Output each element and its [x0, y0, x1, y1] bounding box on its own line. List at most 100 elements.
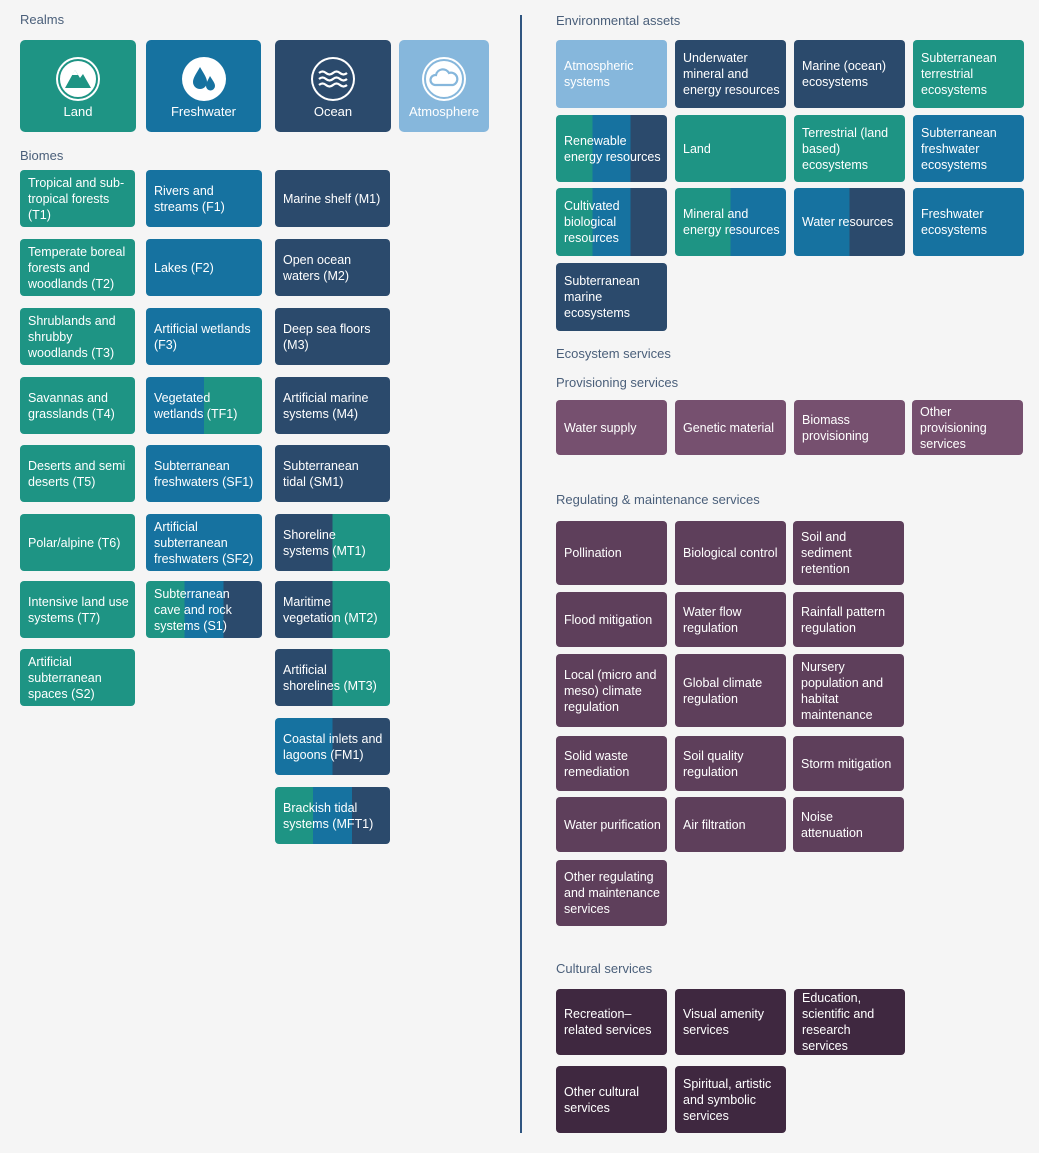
- asset-marine-ecosystems: Marine (ocean) ecosystems: [794, 40, 905, 108]
- realm-label: Atmosphere: [408, 104, 480, 119]
- service-label: Water purification: [564, 817, 661, 832]
- biome-label: Deep sea floors (M3): [283, 321, 371, 352]
- realm-ocean: Ocean: [275, 40, 391, 132]
- realm-atmosphere: Atmosphere: [399, 40, 489, 132]
- asset-label: Marine (ocean) ecosystems: [802, 59, 887, 89]
- asset-label: Subterranean freshwater ecosystems: [921, 125, 997, 172]
- service-noise-attenuation: Noise attenuation: [793, 797, 904, 852]
- biome-label: Artificial shorelines (MT3): [283, 662, 377, 693]
- asset-label: Subterranean terrestrial ecosystems: [921, 51, 997, 97]
- service-label: Other cultural services: [564, 1084, 640, 1115]
- service-label: Flood mitigation: [564, 612, 653, 627]
- service-biological-control: Biological control: [675, 521, 786, 585]
- biome-sf1: Subterranean freshwaters (SF1): [146, 445, 262, 502]
- biome-t6: Polar/alpine (T6): [20, 514, 135, 571]
- biome-label: Artificial subterranean spaces (S2): [28, 654, 102, 701]
- service-label: Soil and sediment retention: [801, 530, 852, 576]
- cultural-services-heading: Cultural services: [556, 961, 653, 976]
- biome-label: Savannas and grasslands (T4): [28, 390, 115, 421]
- service-label: Visual amenity services: [683, 1007, 765, 1037]
- ecosystem-services-heading: Ecosystem services: [556, 346, 671, 361]
- provisioning-services-heading: Provisioning services: [556, 375, 679, 390]
- service-genetic-material: Genetic material: [675, 400, 786, 455]
- biome-label: Subterranean tidal (SM1): [283, 458, 359, 489]
- asset-terrestrial-ecosystems: Terrestrial (land based) ecosystems: [794, 115, 905, 182]
- biome-label: Shrublands and shrubby woodlands (T3): [28, 313, 116, 360]
- asset-underwater-mineral-energy: Underwater mineral and energy resources: [675, 40, 786, 108]
- asset-label: Renewable energy resources: [564, 133, 661, 164]
- biome-mft1: Brackish tidal systems (MFT1): [275, 787, 390, 844]
- realm-label: Freshwater: [170, 104, 237, 119]
- biomes-heading: Biomes: [20, 148, 64, 163]
- service-label: Nursery population and habitat maintenan…: [801, 659, 884, 722]
- realm-land: Land: [20, 40, 136, 132]
- service-solid-waste-remediation: Solid waste remediation: [556, 736, 667, 791]
- biome-sf2: Artificial subterranean freshwaters (SF2…: [146, 514, 262, 571]
- asset-label: Land: [683, 141, 711, 156]
- biome-m4: Artificial marine systems (M4): [275, 377, 390, 434]
- asset-atmospheric-systems: Atmospheric systems: [556, 40, 667, 108]
- service-flood-mitigation: Flood mitigation: [556, 592, 667, 647]
- service-label: Rainfall pattern regulation: [801, 604, 886, 635]
- service-local-climate-regulation: Local (micro and meso) climate regulatio…: [556, 654, 667, 727]
- asset-cultivated-biological: Cultivated biological resources: [556, 188, 667, 256]
- asset-water-resources: Water resources: [794, 188, 905, 256]
- waves-icon: [311, 57, 355, 101]
- biome-f2: Lakes (F2): [146, 239, 262, 296]
- service-air-filtration: Air filtration: [675, 797, 786, 852]
- service-label: Water supply: [564, 420, 637, 435]
- service-other-cultural: Other cultural services: [556, 1066, 667, 1133]
- biome-t2: Temperate boreal forests and woodlands (…: [20, 239, 135, 296]
- service-nursery-habitat-maintenance: Nursery population and habitat maintenan…: [793, 654, 904, 727]
- biome-s1: Subterranean cave and rock systems (S1): [146, 581, 262, 638]
- asset-label: Freshwater ecosystems: [921, 207, 987, 237]
- biome-f1: Rivers and streams (F1): [146, 170, 262, 227]
- biome-label: Tropical and sub-tropical forests (T1): [28, 175, 125, 222]
- biome-t3: Shrublands and shrubby woodlands (T3): [20, 308, 135, 365]
- service-storm-mitigation: Storm mitigation: [793, 736, 904, 791]
- service-soil-quality-regulation: Soil quality regulation: [675, 736, 786, 791]
- biome-tf1: Vegetated wetlands (TF1): [146, 377, 262, 434]
- service-spiritual-artistic: Spiritual, artistic and symbolic service…: [675, 1066, 786, 1133]
- biome-label: Intensive land use systems (T7): [28, 594, 129, 625]
- service-label: Water flow regulation: [683, 604, 742, 635]
- realm-label: Ocean: [313, 104, 353, 119]
- service-label: Genetic material: [683, 420, 775, 435]
- service-label: Recreation–related services: [564, 1007, 652, 1037]
- service-label: Solid waste remediation: [564, 748, 630, 779]
- service-other-provisioning: Other provisioning services: [912, 400, 1023, 455]
- service-label: Other regulating and maintenance service…: [564, 870, 660, 916]
- asset-label: Mineral and energy resources: [683, 207, 780, 237]
- cloud-icon: [422, 57, 466, 101]
- biome-label: Lakes (F2): [154, 260, 214, 275]
- biome-label: Shoreline systems (MT1): [283, 527, 366, 558]
- service-label: Local (micro and meso) climate regulatio…: [564, 667, 657, 714]
- service-recreation: Recreation–related services: [556, 989, 667, 1055]
- service-label: Air filtration: [683, 817, 746, 832]
- asset-land: Land: [675, 115, 786, 182]
- asset-label: Subterranean marine ecosystems: [564, 274, 640, 320]
- biome-label: Marine shelf (M1): [283, 191, 381, 206]
- asset-label: Cultivated biological resources: [564, 199, 620, 245]
- service-label: Pollination: [564, 546, 622, 560]
- service-label: Spiritual, artistic and symbolic service…: [683, 1076, 772, 1123]
- biome-label: Polar/alpine (T6): [28, 535, 121, 550]
- biome-mt3: Artificial shorelines (MT3): [275, 649, 390, 706]
- asset-renewable-energy: Renewable energy resources: [556, 115, 667, 182]
- biome-label: Vegetated wetlands (TF1): [154, 390, 238, 421]
- service-rainfall-pattern-regulation: Rainfall pattern regulation: [793, 592, 904, 647]
- realm-label: Land: [63, 104, 93, 119]
- biome-label: Artificial wetlands (F3): [154, 321, 251, 352]
- biome-label: Brackish tidal systems (MFT1): [283, 800, 374, 831]
- service-label: Other provisioning services: [920, 404, 987, 451]
- service-label: Noise attenuation: [801, 809, 863, 840]
- biome-mt1: Shoreline systems (MT1): [275, 514, 390, 571]
- service-water-flow-regulation: Water flow regulation: [675, 592, 786, 647]
- biome-label: Deserts and semi deserts (T5): [28, 458, 126, 489]
- biome-fm1: Coastal inlets and lagoons (FM1): [275, 718, 390, 775]
- asset-label: Terrestrial (land based) ecosystems: [802, 125, 889, 172]
- asset-subterranean-freshwater: Subterranean freshwater ecosystems: [913, 115, 1024, 182]
- biome-mt2: Maritime vegetation (MT2): [275, 581, 390, 638]
- regulating-services-heading: Regulating & maintenance services: [556, 492, 760, 507]
- service-biomass-provisioning: Biomass provisioning: [794, 400, 905, 455]
